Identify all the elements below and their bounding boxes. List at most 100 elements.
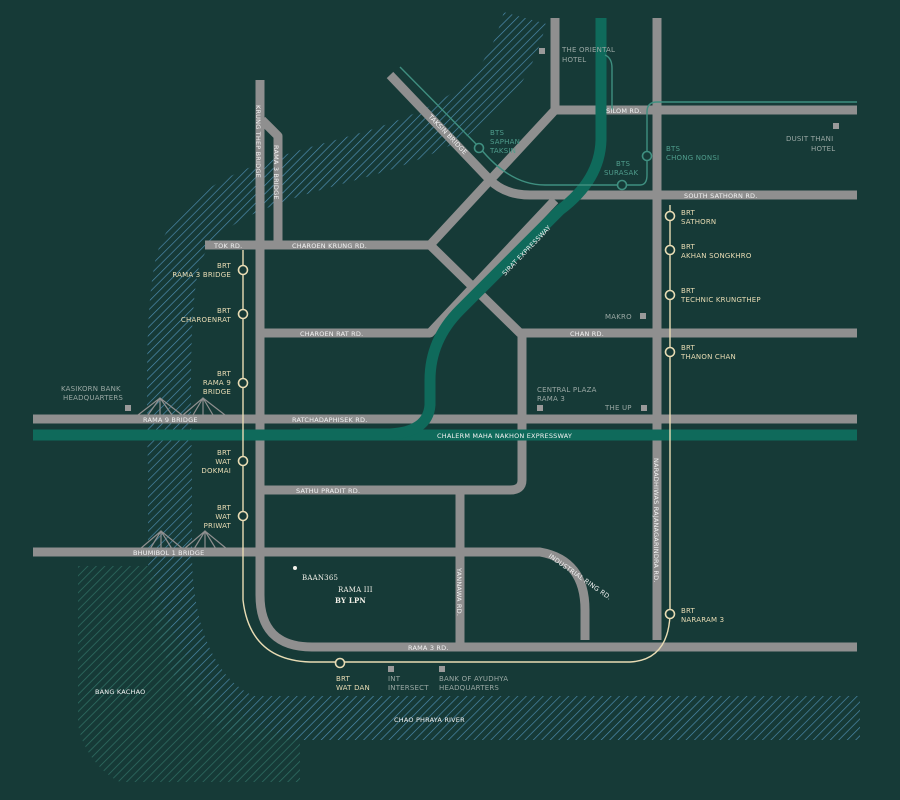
ayudhya-marker (439, 666, 445, 672)
label-brt: BRT (681, 607, 696, 615)
makro-marker (640, 313, 646, 319)
label-oriental: THE ORIENTAL (561, 46, 615, 54)
bts-chong-nonsi-station[interactable] (641, 150, 653, 162)
label-bang-kachao: BANG KACHAO (95, 688, 145, 696)
brt-station-wat-dokmai[interactable] (237, 455, 249, 467)
bts-surasak-station[interactable] (616, 179, 628, 191)
label-rama3-rd: RAMA 3 RD. (408, 644, 449, 652)
label-brt: BRT (217, 262, 232, 270)
label-the-up: THE UP (604, 404, 632, 412)
brt-station-akhan[interactable] (664, 244, 676, 256)
kasikorn-marker (125, 405, 131, 411)
label-bts-taksin: TAKSIN (489, 147, 516, 155)
label-central-2: RAMA 3 (537, 395, 565, 403)
label-brt-charoenrat: CHAROENRAT (181, 316, 232, 324)
label-sathu-pradit: SATHU PRADIT RD. (296, 487, 360, 495)
label-brt-rama9-bridge: BRIDGE (203, 388, 231, 396)
label-brt-wat-dan: WAT DAN (336, 684, 370, 692)
brt-station-nararam3[interactable] (664, 608, 676, 620)
label-brt-wat: WAT (215, 458, 231, 466)
label-charoen-krung: CHAROEN KRUNG RD. (292, 242, 367, 250)
label-krung-thep-bridge: KRUNG THEP BRIDGE (254, 105, 262, 178)
label-brt-sathorn: SATHORN (681, 218, 716, 226)
bts-labels: BTS SAPHAN TAKSIN BTS SURASAK BTS CHONG … (489, 129, 719, 177)
label-brt: BRT (217, 449, 232, 457)
oriental-hotel-marker (539, 48, 545, 54)
brt-station-wat-priwat[interactable] (237, 510, 249, 522)
central-plaza-marker (537, 405, 543, 411)
label-silom: SILOM RD. (606, 107, 642, 115)
brt-station-sathorn[interactable] (664, 210, 676, 222)
label-bts-saphan: SAPHAN (490, 138, 520, 146)
label-brt-thanon-chan: THANON CHAN (680, 353, 736, 361)
place-labels: THE ORIENTAL HOTEL DUSIT THANI HOTEL KAS… (61, 46, 835, 692)
chao-phraya-river (146, 11, 860, 740)
label-brt-rama3-bridge: RAMA 3 BRIDGE (172, 271, 231, 279)
label-int: INT (388, 675, 401, 683)
brt-stations (237, 210, 676, 669)
label-brt-wat: WAT (215, 513, 231, 521)
label-brt-rama9: RAMA 9 (203, 379, 231, 387)
label-kasikorn: KASIKORN BANK (61, 385, 121, 393)
label-bts: BTS (490, 129, 504, 137)
label-chan-rd: CHAN RD. (570, 330, 604, 338)
label-brt: BRT (681, 287, 696, 295)
label-brt: BRT (217, 370, 232, 378)
label-naradhiwas: NARADHIWAS RAJANAGARINDRA RD. (652, 458, 660, 583)
label-int-2: INTERSECT (388, 684, 429, 692)
label-brt: BRT (217, 504, 232, 512)
label-south-sathorn: SOUTH SATHORN RD. (684, 192, 758, 200)
label-tok-rd: TOK RD. (213, 242, 242, 250)
label-brt: BRT (681, 243, 696, 251)
brt-station-rama9-bridge[interactable] (237, 377, 249, 389)
label-dusit: DUSIT THANI (786, 135, 833, 143)
label-central: CENTRAL PLAZA (537, 386, 597, 394)
label-bts-surasak: SURASAK (604, 169, 638, 177)
brt-station-rama3-bridge[interactable] (237, 264, 249, 276)
label-ayudhya: BANK OF AYUDHYA (439, 675, 508, 683)
label-makro: MAKRO (605, 313, 632, 321)
sirat-expressway (300, 18, 607, 440)
label-chao-phraya-river: CHAO PHRAYA RIVER (394, 716, 465, 724)
brt-station-technic[interactable] (664, 289, 676, 301)
project-subtitle: RAMA III (338, 586, 373, 594)
label-chalerm-expressway: CHALERM MAHA NAKHON EXPRESSWAY (437, 432, 572, 440)
project-name: BAAN365 (302, 574, 338, 582)
bts-line (399, 66, 857, 186)
label-charoen-rat: CHAROEN RAT RD. (300, 330, 363, 338)
label-bhumibol-bridge: BHUMIBOL 1 BRIDGE (133, 549, 204, 557)
brt-station-thanon-chan[interactable] (664, 346, 676, 358)
label-brt: BRT (681, 209, 696, 217)
label-bts: BTS (666, 145, 680, 153)
project-developer: BY LPN (335, 596, 366, 605)
label-bts-chong-nonsi: CHONG NONSI (666, 154, 719, 162)
label-ayudhya-2: HEADQUARTERS (439, 684, 499, 692)
label-rama3-bridge-road: RAMA 3 BRIDGE (272, 145, 280, 200)
project-logo: BAAN365 RAMA III BY LPN (293, 566, 373, 605)
label-bts: BTS (616, 160, 630, 168)
label-brt: BRT (336, 675, 351, 683)
label-brt: BRT (681, 344, 696, 352)
label-ratchadaphisek: RATCHADAPHISEK RD. (292, 416, 367, 424)
label-rama9-bridge: RAMA 9 BRIDGE (143, 416, 198, 424)
label-brt-nararam3: NARARAM 3 (681, 616, 724, 624)
bts-saphan-taksin-station[interactable] (473, 142, 485, 154)
label-oriental-2: HOTEL (562, 56, 586, 64)
brt-line (242, 205, 671, 663)
dusit-thani-marker (833, 123, 839, 129)
label-dusit-2: HOTEL (811, 145, 835, 153)
label-kasikorn-2: HEADQUARTERS (63, 394, 123, 402)
brt-station-charoenrat[interactable] (237, 308, 249, 320)
bang-kachao-area (78, 566, 300, 782)
label-brt-dokmai: DOKMAI (201, 467, 231, 475)
label-brt-technic: TECHNIC KRUNGTHEP (680, 296, 761, 304)
brt-station-wat-dan[interactable] (334, 657, 346, 669)
label-brt-priwat: PRIWAT (204, 522, 232, 530)
int-intersect-marker (388, 666, 394, 672)
label-yannawa: YANNAWA RD. (455, 567, 463, 616)
brt-labels: BRT RAMA 3 BRIDGE BRT CHAROENRAT BRT RAM… (172, 209, 761, 692)
label-brt-akhan: AKHAN SONGKHRO (681, 252, 752, 260)
label-brt: BRT (217, 307, 232, 315)
bridge-icons (137, 396, 228, 550)
